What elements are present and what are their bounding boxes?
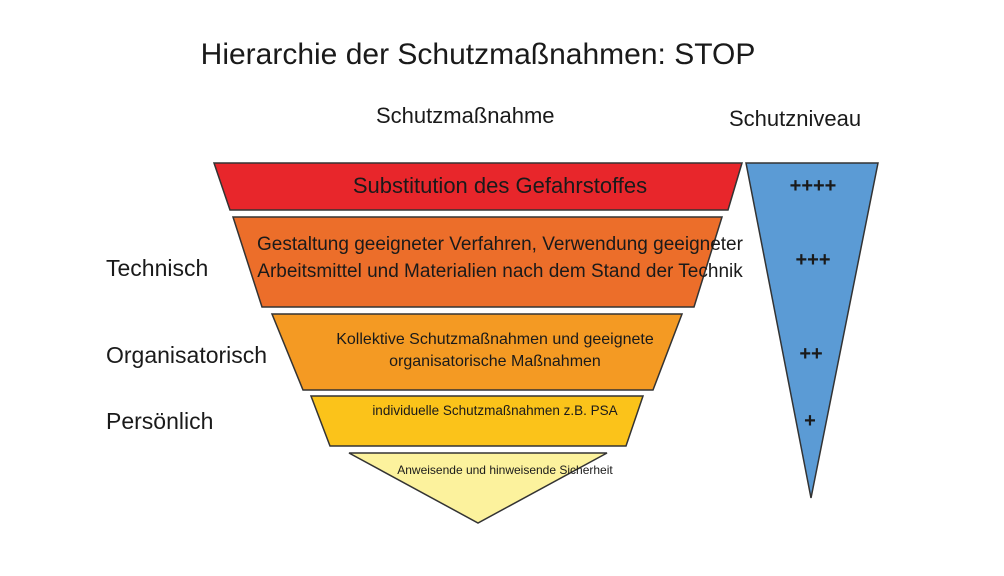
level-organisational xyxy=(270,313,684,391)
protection-level-triangle xyxy=(745,162,879,499)
level-personal xyxy=(309,395,645,447)
level-substitution xyxy=(212,162,744,211)
level-organisational-text: Kollektive Schutzmaßnahmen und geeignete… xyxy=(336,331,654,370)
page-title: Hierarchie der Schutzmaßnahmen: STOP xyxy=(200,38,756,71)
level-substitution-text: Substitution des Gefahrstoffes xyxy=(352,173,648,198)
protection-mark-very-high: ++++ xyxy=(789,175,837,197)
protection-mark-low: + xyxy=(804,410,816,432)
protection-mark-high: +++ xyxy=(795,249,831,271)
level-technical xyxy=(231,216,724,308)
side-label-technical: Technisch xyxy=(106,255,209,281)
protection-level-column-header: Schutzniveau xyxy=(729,106,862,131)
protection-mark-medium: ++ xyxy=(799,343,823,365)
level-personal-text: individuelle Schutzmaßnahmen z.B. PSA xyxy=(372,403,618,418)
side-label-organisational: Organisatorisch xyxy=(106,342,268,368)
level-instructional xyxy=(348,452,608,524)
level-technical-text: Gestaltung geeigneter Verfahren, Verwend… xyxy=(257,234,743,282)
measure-column-header: Schutzmaßnahme xyxy=(376,103,555,128)
side-label-personal: Persönlich xyxy=(106,408,214,434)
level-instructional-text: Anweisende und hinweisende Sicherheit xyxy=(397,463,613,477)
